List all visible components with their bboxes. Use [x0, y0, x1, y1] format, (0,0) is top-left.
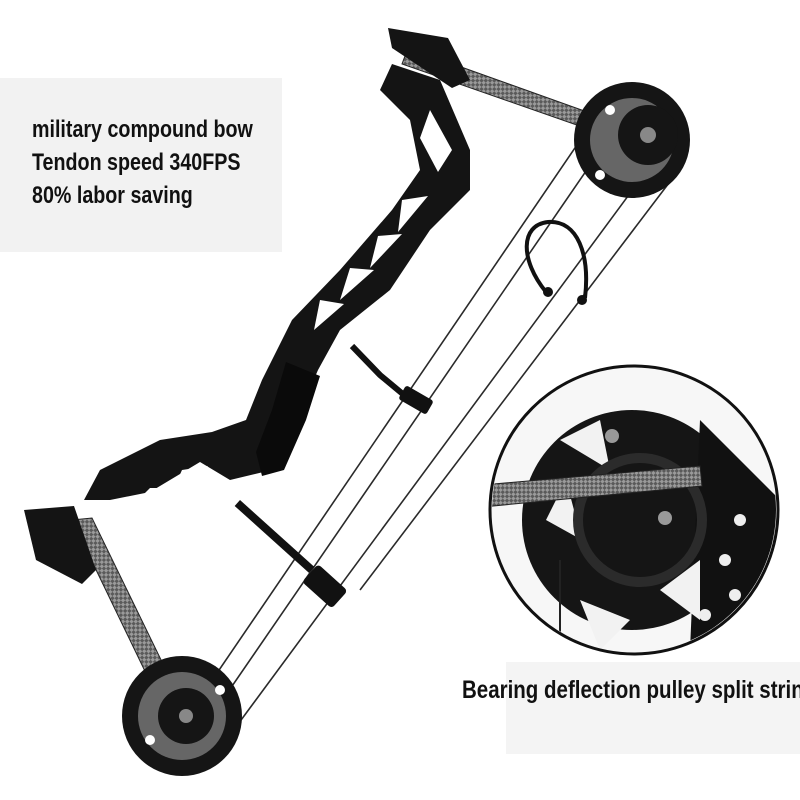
top-caption-box	[0, 78, 282, 252]
pulley-detail-magnifier	[488, 364, 780, 656]
upper-cam-icon	[574, 82, 690, 198]
bottom-caption-box	[506, 662, 800, 754]
bow-riser	[84, 64, 470, 500]
caption-line-1: military compound bow	[32, 116, 253, 143]
lower-cam-icon	[122, 656, 242, 776]
bow-strings	[184, 109, 676, 741]
riser-cutouts	[138, 110, 452, 500]
string-suppressor	[349, 343, 412, 403]
stabilizer-mount	[234, 500, 347, 607]
cable-guard	[524, 219, 589, 299]
caption-line-2: Tendon speed 340FPS	[32, 149, 241, 176]
caption-line-3: 80% labor saving	[32, 182, 193, 209]
detail-caption: Bearing deflection pulley split string	[462, 676, 800, 704]
